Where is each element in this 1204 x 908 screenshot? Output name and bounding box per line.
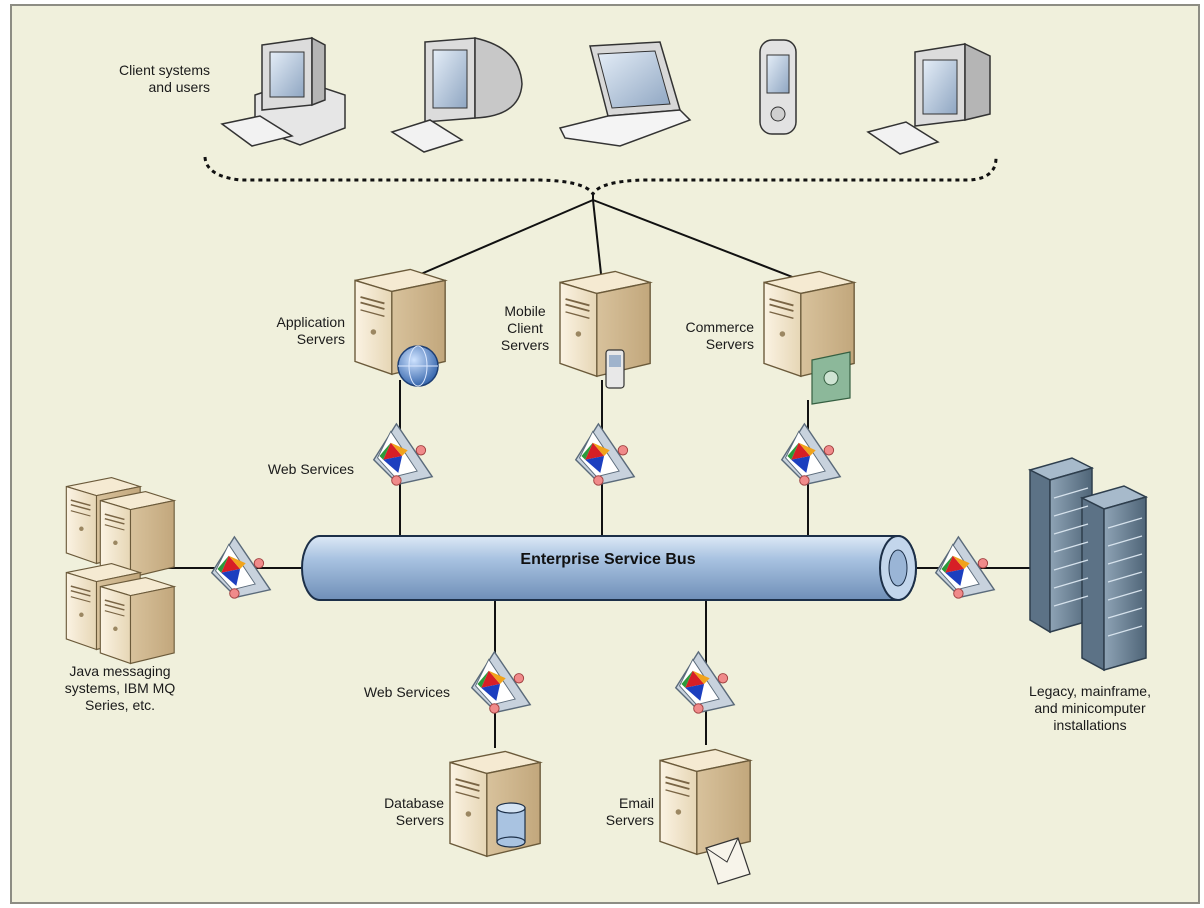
- line-to-app-servers: [399, 199, 594, 284]
- web-services-top-label: Web Services: [267, 461, 354, 477]
- app-servers-label: Application Servers: [276, 314, 346, 347]
- java-messaging-label: Java messaging systems, IBM MQ Series, e…: [64, 663, 176, 713]
- line-to-mobile-servers: [592, 199, 603, 284]
- web-service-adapter-icon: [471, 651, 531, 714]
- email-server-icon: [659, 748, 752, 885]
- envelope-icon: [705, 837, 751, 885]
- database-server-icon: [449, 750, 542, 858]
- esb-label: Enterprise Service Bus: [520, 551, 696, 568]
- web-service-adapter-icon: [575, 423, 635, 486]
- web-service-adapter-icon: [675, 651, 735, 714]
- web-service-adapter-icon: [373, 423, 433, 486]
- enterprise-service-bus: [301, 535, 917, 601]
- database-icon: [496, 802, 526, 848]
- web-service-adapter-icon: [935, 536, 995, 599]
- laptop-icon: [558, 41, 692, 147]
- web-service-adapter-icon: [211, 536, 271, 599]
- application-server-icon: [354, 268, 447, 387]
- database-servers-label: Database Servers: [384, 795, 444, 828]
- desktop-tower-icon: [220, 36, 346, 147]
- mobile-phone-icon: [605, 349, 625, 389]
- crt-monitor-icon: [390, 37, 523, 153]
- web-service-adapter-icon: [781, 423, 841, 486]
- desktop-monitor-icon: [866, 42, 991, 155]
- web-services-bottom-label: Web Services: [363, 684, 450, 700]
- pda-icon: [759, 39, 797, 135]
- mobile-server-icon: [559, 270, 652, 389]
- mobile-servers-label: Mobile Client Servers: [500, 303, 550, 353]
- rack-server-icon: [1027, 457, 1149, 672]
- line-to-commerce-servers: [592, 199, 809, 284]
- clients-label: Client systems and users: [118, 62, 210, 95]
- globe-icon: [397, 345, 439, 387]
- commerce-servers-label: Commerce Servers: [685, 319, 754, 352]
- commerce-server-icon: [763, 270, 856, 405]
- client-bracket: [203, 156, 998, 197]
- money-icon: [811, 351, 851, 405]
- email-servers-label: Email Servers: [605, 795, 654, 828]
- legacy-label: Legacy, mainframe, and minicomputer inst…: [1029, 683, 1151, 733]
- messaging-server-stack-icon: [65, 476, 175, 665]
